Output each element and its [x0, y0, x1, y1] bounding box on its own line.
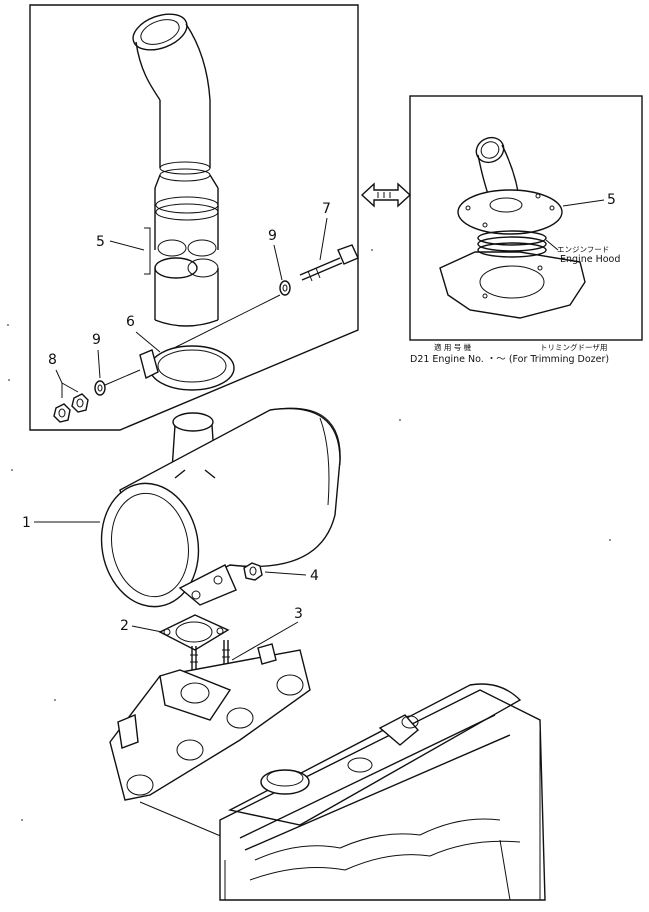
scan-speckle: [7, 249, 611, 821]
callout-3: 3: [294, 606, 303, 622]
engine-hood-label-en: Engine Hood: [560, 254, 620, 265]
callout-1: 1: [22, 515, 31, 531]
muffler: [100, 407, 341, 608]
callout-4: 4: [310, 568, 319, 584]
nuts: [53, 393, 89, 423]
callout-9-upper: 9: [268, 228, 277, 244]
engine-hood-label-jp: エンジンフード: [557, 245, 609, 254]
washer-upper: [279, 280, 291, 296]
trimming-dozer-jp: トリミングドーザ用: [540, 342, 607, 352]
washer-lower: [94, 380, 106, 396]
inset-hood-pipe: [439, 136, 586, 319]
applicable-serial-jp: 適 用 号 機: [434, 342, 472, 352]
callout-8: 8: [48, 352, 57, 368]
callout-5-inset: 5: [607, 192, 616, 208]
callout-2: 2: [120, 618, 129, 634]
clamp: [139, 345, 235, 391]
callout-6: 6: [126, 314, 135, 330]
exhaust-manifold: [109, 643, 311, 801]
interchange-arrow: [360, 182, 412, 208]
exhaust-pipe: [132, 13, 219, 327]
bolt: [299, 244, 359, 282]
engine-block: [219, 683, 546, 901]
callout-7: 7: [322, 201, 331, 217]
gasket: [158, 614, 230, 651]
callout-5-main: 5: [96, 234, 105, 250]
applicable-serial-en: D21 Engine No. ・～ (For Trimming Dozer): [410, 354, 609, 365]
inset-frame: [409, 95, 643, 341]
upper-assembly-frame: [29, 4, 359, 431]
callout-9-lower: 9: [92, 332, 101, 348]
nut-muffler: [243, 562, 263, 581]
